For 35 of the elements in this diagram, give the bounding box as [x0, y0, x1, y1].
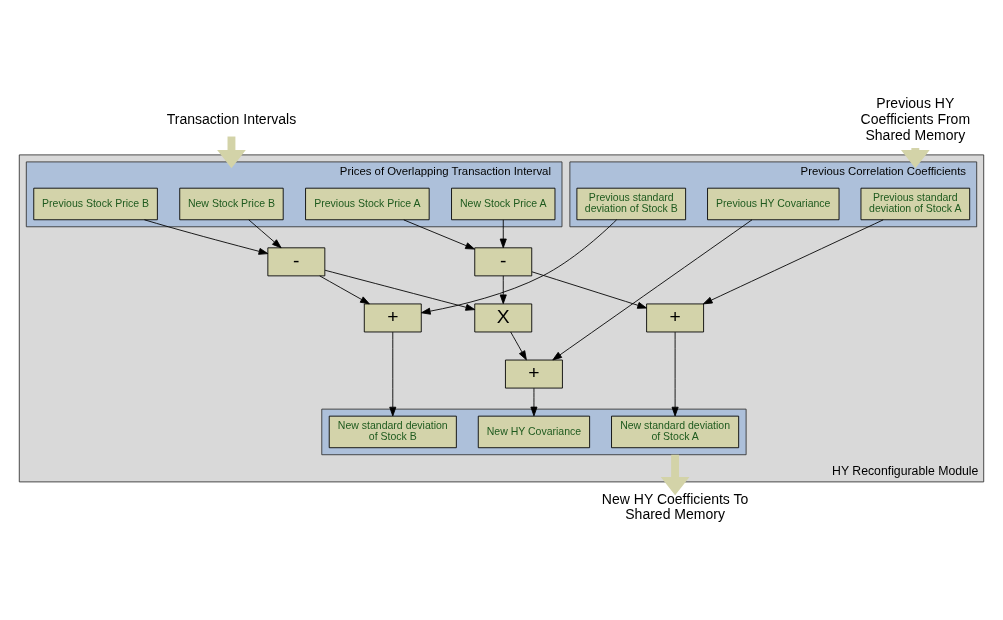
node-box: -	[474, 246, 533, 276]
arrow	[144, 218, 269, 255]
node-box: New Stock Price B	[179, 187, 284, 220]
node-box: Previous standard deviation of Stock A	[860, 187, 971, 220]
arrow	[319, 274, 370, 304]
arrow	[324, 269, 476, 311]
arrow	[499, 274, 507, 304]
node-box: Previous HY Covariance	[707, 187, 840, 220]
node-box: X	[474, 303, 533, 332]
node-box: -	[267, 246, 326, 276]
node-box: Previous standard deviation of Stock B	[576, 187, 687, 220]
arrow	[510, 331, 527, 360]
arrow	[420, 218, 618, 315]
node-box: +	[646, 303, 705, 332]
node-text: Previous HY Coefficients From Shared Memory	[860, 94, 971, 143]
arrow	[499, 218, 507, 248]
arrow	[403, 218, 475, 249]
node-box: Previous Stock Price A	[305, 187, 430, 220]
arrow	[389, 331, 397, 416]
node-text: New HY Coefficients To Shared Memory	[601, 490, 749, 522]
arrow	[552, 218, 753, 360]
node-box: New standard deviation of Stock B	[328, 415, 457, 448]
arrow	[248, 218, 282, 248]
arrow	[530, 387, 538, 416]
node-box: Previous Stock Price B	[33, 187, 158, 220]
node-box: New HY Covariance	[477, 415, 591, 448]
arrow	[671, 331, 679, 416]
arrow	[531, 270, 647, 309]
node-text: Transaction Intervals	[166, 110, 297, 127]
node-box: New standard deviation of Stock A	[611, 415, 740, 448]
arrow	[702, 218, 884, 304]
node-box: +	[505, 359, 563, 389]
arrow	[660, 454, 690, 495]
node-box: New Stock Price A	[451, 187, 556, 220]
node-box: +	[363, 303, 422, 332]
